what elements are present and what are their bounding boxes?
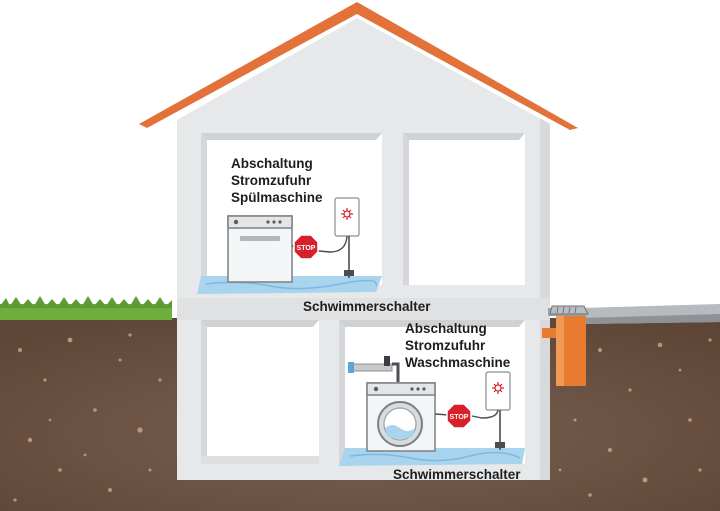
lower-float-switch-label: Schwimmerschalter	[393, 467, 521, 482]
soil-pebbles	[13, 333, 712, 502]
washing-machine	[366, 382, 436, 452]
stop-sign-lower-text: STOP	[450, 414, 469, 421]
stop-sign-upper: STOP	[293, 234, 319, 260]
lower-shutoff-line-1: Abschaltung	[405, 321, 487, 336]
stop-sign-upper-text: STOP	[297, 245, 316, 252]
lower-shutoff-line-3: Waschmaschine	[405, 355, 511, 370]
water-tap	[348, 356, 400, 382]
upper-shutoff-line-3: Spülmaschine	[231, 190, 323, 205]
upper-float-switch-label: Schwimmerschalter	[303, 299, 431, 314]
stop-sign-lower: STOP	[446, 403, 472, 429]
grass	[0, 296, 172, 320]
drainage-pipe	[542, 305, 589, 386]
upper-shutoff-label: Abschaltung Stromzufuhr Spülmaschine	[231, 155, 323, 206]
upper-control-box	[291, 197, 360, 278]
upper-right-room	[403, 133, 525, 285]
upper-shutoff-line-1: Abschaltung	[231, 156, 313, 171]
dishwasher	[227, 215, 293, 283]
upper-shutoff-line-2: Stromzufuhr	[231, 173, 312, 188]
lower-shutoff-line-2: Stromzufuhr	[405, 338, 486, 353]
lower-shutoff-label: Abschaltung Stromzufuhr Waschmaschine	[405, 320, 510, 371]
lower-left-room	[201, 320, 319, 464]
lower-water	[339, 448, 525, 466]
lower-control-box	[434, 371, 511, 450]
